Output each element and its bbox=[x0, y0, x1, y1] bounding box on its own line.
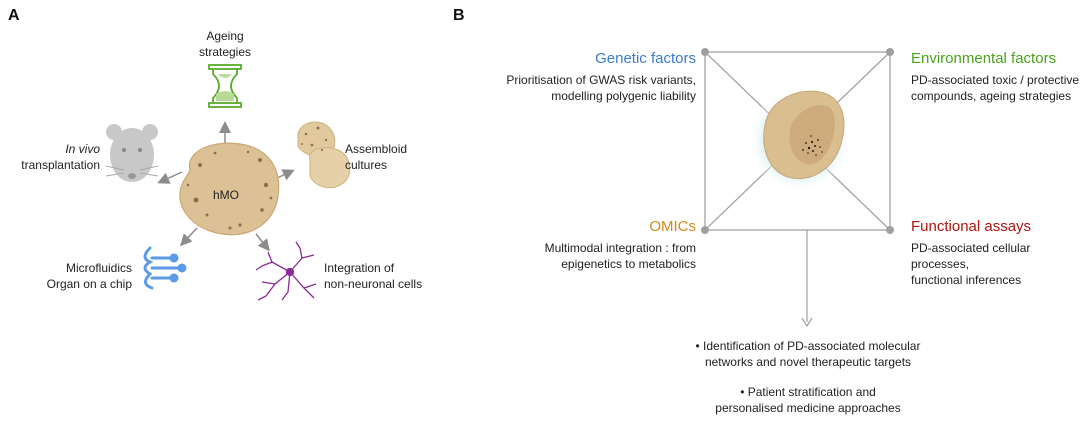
invivo-label: In vivo transplantation bbox=[0, 141, 100, 173]
microfluidics-label-line1: Microfluidics bbox=[65, 261, 132, 275]
functional-assays-line2: functional inferences bbox=[911, 273, 1022, 287]
hourglass-icon bbox=[208, 64, 242, 108]
central-organoid bbox=[748, 88, 852, 192]
outcome-stratification: • Patient stratification and personalise… bbox=[660, 384, 956, 416]
omics-title: OMICs bbox=[649, 218, 696, 235]
ageing-label-line2: strategies bbox=[198, 45, 252, 59]
integration-label-line1: Integration of bbox=[324, 261, 395, 275]
outcome-identification-line1: • Identification of PD-associated molecu… bbox=[695, 339, 921, 353]
environmental-factors-title: Environmental factors bbox=[911, 50, 1057, 67]
integration-label-line2: non-neuronal cells bbox=[324, 277, 423, 291]
mouse-icon bbox=[105, 124, 159, 182]
outcome-stratification-line1: • Patient stratification and bbox=[740, 385, 876, 399]
panel-b-letter: B bbox=[453, 7, 465, 24]
omics-line2: epigenetics to metabolics bbox=[561, 257, 696, 271]
microfluidics-label: Microfluidics Organ on a chip bbox=[20, 260, 132, 292]
invivo-label-line2: transplantation bbox=[21, 158, 100, 172]
functional-assays-line1: PD-associated cellular processes, bbox=[911, 241, 1031, 271]
neuron-cell-icon bbox=[255, 241, 317, 301]
omics-line1: Multimodal integration : from bbox=[544, 241, 696, 255]
assembloid-label-line2: cultures bbox=[345, 158, 388, 172]
ageing-label-line1: Ageing bbox=[206, 29, 244, 43]
assembloid-label-line1: Assembloid bbox=[345, 142, 408, 156]
outcome-stratification-line2: personalised medicine approaches bbox=[715, 401, 901, 415]
hmo-organoid bbox=[179, 142, 280, 236]
omics-block: OMICs Multimodal integration : from epig… bbox=[470, 218, 696, 272]
environmental-factors-line1: PD-associated toxic / protective bbox=[911, 73, 1080, 87]
genetic-factors-line1: Prioritisation of GWAS risk variants, bbox=[506, 73, 696, 87]
genetic-factors-line2: modelling polygenic liability bbox=[551, 89, 696, 103]
outcome-identification: • Identification of PD-associated molecu… bbox=[660, 338, 956, 370]
ageing-label: Ageing strategies bbox=[185, 28, 265, 60]
hmo-label: hMO bbox=[212, 188, 239, 202]
invivo-label-line1: In vivo bbox=[65, 142, 100, 156]
environmental-factors-line2: compounds, ageing strategies bbox=[911, 89, 1072, 103]
genetic-factors-block: Genetic factors Prioritisation of GWAS r… bbox=[470, 50, 696, 104]
corner-nodes bbox=[701, 48, 894, 234]
genetic-factors-title: Genetic factors bbox=[595, 50, 696, 67]
assembloid-icon bbox=[297, 121, 351, 189]
panel-a-letter: A bbox=[8, 7, 20, 24]
environmental-factors-block: Environmental factors PD-associated toxi… bbox=[911, 50, 1083, 104]
integration-label: Integration of non-neuronal cells bbox=[324, 260, 444, 292]
microfluidics-label-line2: Organ on a chip bbox=[46, 277, 132, 291]
outcome-identification-line2: networks and novel therapeutic targets bbox=[704, 355, 912, 369]
assembloid-label: Assembloid cultures bbox=[345, 141, 445, 173]
functional-assays-title: Functional assays bbox=[911, 218, 1032, 235]
outcome-arrow bbox=[801, 230, 813, 328]
microfluidic-chip-icon bbox=[143, 246, 187, 290]
functional-assays-block: Functional assays PD-associated cellular… bbox=[911, 218, 1083, 288]
